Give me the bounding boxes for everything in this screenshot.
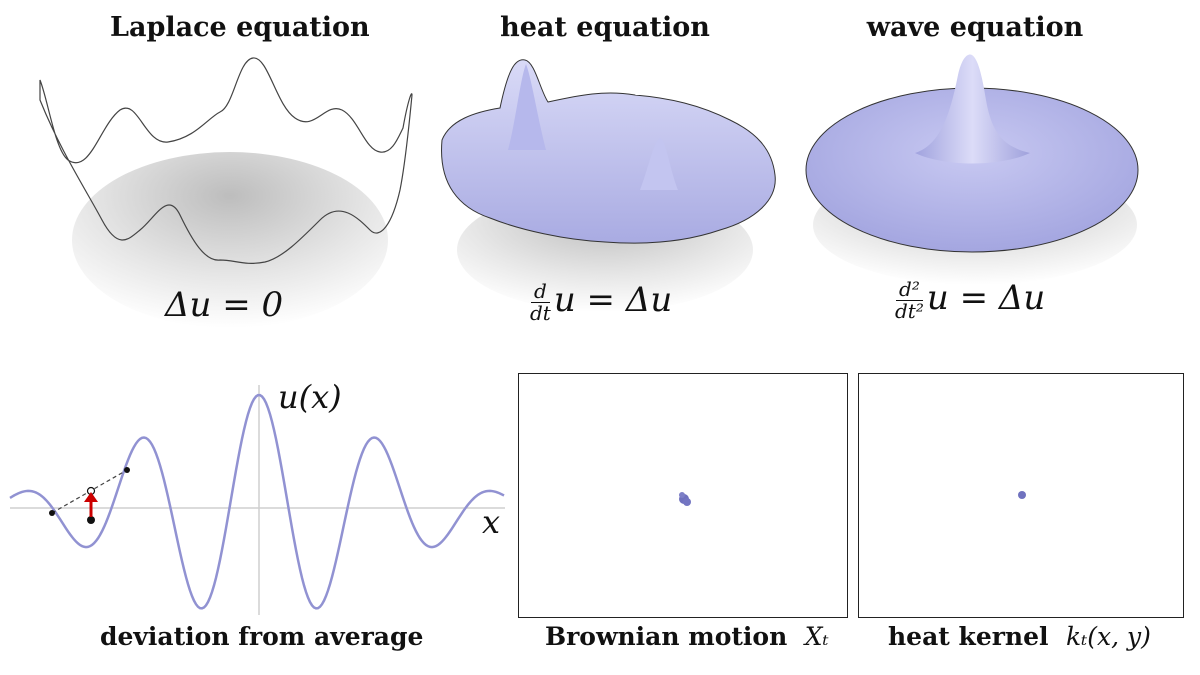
heat-kernel-dot [1018, 491, 1026, 499]
y-axis-label: u(x) [278, 378, 342, 416]
brownian-symbol: Xₜ [804, 622, 829, 651]
brownian-dot [683, 498, 691, 506]
laplace-title: Laplace equation [110, 12, 370, 43]
u-curve [9, 393, 505, 610]
brownian-caption-text: Brownian motion [545, 622, 788, 651]
heat-fraction: d dt [530, 280, 551, 325]
heat-kernel-caption: heat kernel kₜ(x, y) [888, 622, 1151, 651]
brownian-box [518, 373, 848, 618]
brownian-caption: Brownian motion Xₜ [545, 622, 829, 651]
wave-peak [915, 54, 1030, 164]
heat-equation: d dt u = Δu [530, 280, 672, 324]
heat-title: heat equation [500, 12, 710, 43]
wave-fraction: d² dt² [895, 278, 924, 323]
heat-kernel-box [858, 373, 1184, 618]
brownian-dot [679, 492, 685, 498]
chord-left-point [49, 510, 55, 516]
heat-equation-rest: u = Δu [553, 280, 673, 320]
heat-kernel-symbol: kₜ(x, y) [1065, 622, 1151, 651]
laplace-disc [72, 152, 388, 328]
x-axis-label: x [482, 503, 500, 541]
heat-figure [441, 59, 776, 312]
wave-equation: d² dt² u = Δu [895, 278, 1045, 322]
heat-surface [441, 59, 776, 244]
laplace-equation: Δu = 0 [165, 285, 284, 325]
laplace-boundary-curve [39, 57, 413, 264]
heat-peak-large [508, 64, 546, 150]
brownian-dot-cluster [679, 492, 691, 506]
heat-kernel-caption-text: heat kernel [888, 622, 1049, 651]
wave-equation-rest: u = Δu [926, 278, 1046, 318]
deviation-caption: deviation from average [100, 622, 424, 651]
heat-peak-small [640, 138, 678, 190]
chord-right-point [124, 467, 130, 473]
deviation-figure: u(x) x [9, 378, 505, 615]
wave-figure [805, 54, 1139, 285]
heat-fraction-denominator: dt [530, 300, 551, 325]
wave-fraction-denominator: dt² [895, 298, 924, 323]
deviation-arrowhead [84, 492, 98, 502]
wave-title: wave equation [866, 12, 1084, 43]
sample-point [87, 516, 95, 524]
wave-fraction-numerator: d² [896, 278, 923, 301]
heat-kernel-dot-area [1018, 491, 1026, 499]
laplace-figure [39, 57, 413, 328]
heat-fraction-numerator: d [531, 280, 550, 303]
